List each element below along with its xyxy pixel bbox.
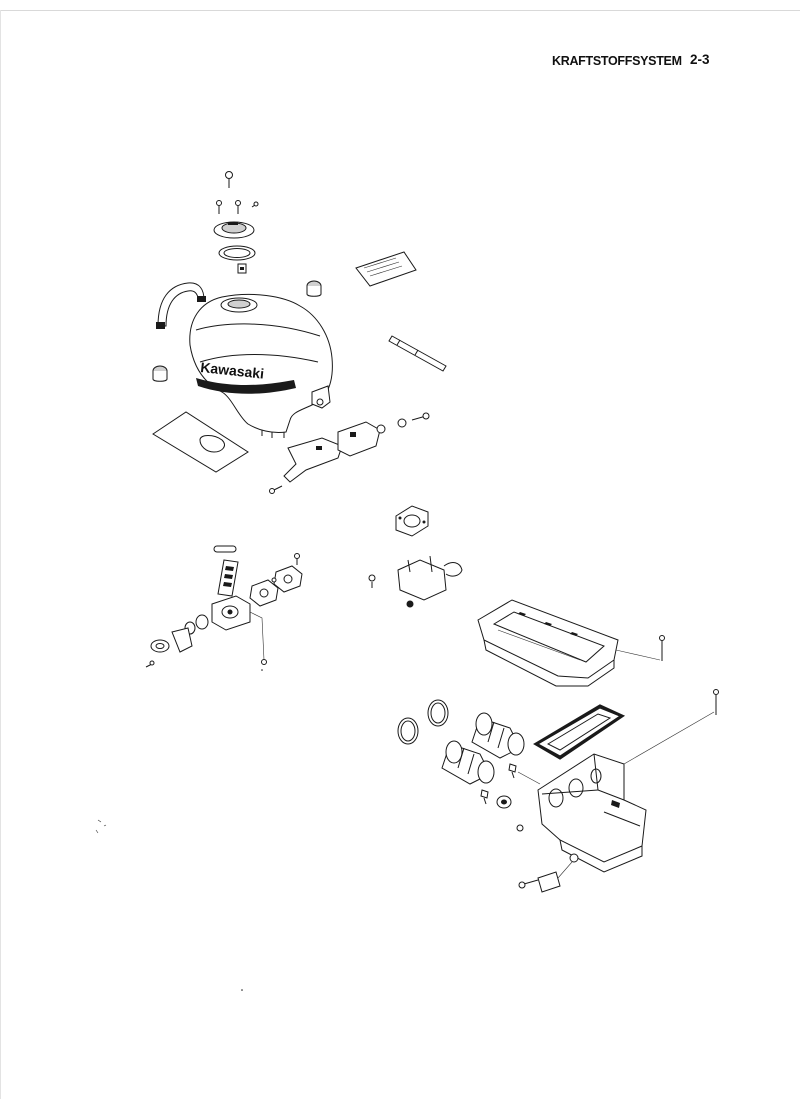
fuel-tank: Kawasaki: [190, 294, 333, 438]
tank-mount-bracket: [270, 413, 430, 494]
air-filter-cover: [478, 600, 665, 686]
carburetor-holder: [369, 556, 462, 608]
scan-artifacts: [96, 669, 263, 991]
rubber-damper-right: [307, 281, 321, 296]
page-border-left: [0, 10, 1, 1099]
vent-hose: [389, 336, 446, 371]
air-filter-housing: [517, 690, 719, 873]
fuel-tap-assembly: [146, 546, 302, 667]
drain-plug: [519, 862, 572, 892]
intake-flange: [396, 506, 428, 536]
intake-ducts: [442, 713, 524, 784]
fasteners-intake: [481, 764, 540, 808]
page-border-top: [0, 10, 800, 11]
frame-bracket: [156, 283, 206, 329]
page-number: 2-3: [690, 52, 710, 67]
air-filter-element: [536, 706, 622, 758]
o-rings: [398, 700, 448, 744]
tank-pad: [153, 412, 248, 472]
section-title: KRAFTSTOFFSYSTEM: [552, 54, 682, 68]
warning-label: [356, 252, 416, 286]
rubber-damper-left: [153, 366, 167, 381]
fuel-cap-assembly: [214, 172, 258, 274]
tank-brand-label: Kawasaki: [200, 359, 265, 382]
